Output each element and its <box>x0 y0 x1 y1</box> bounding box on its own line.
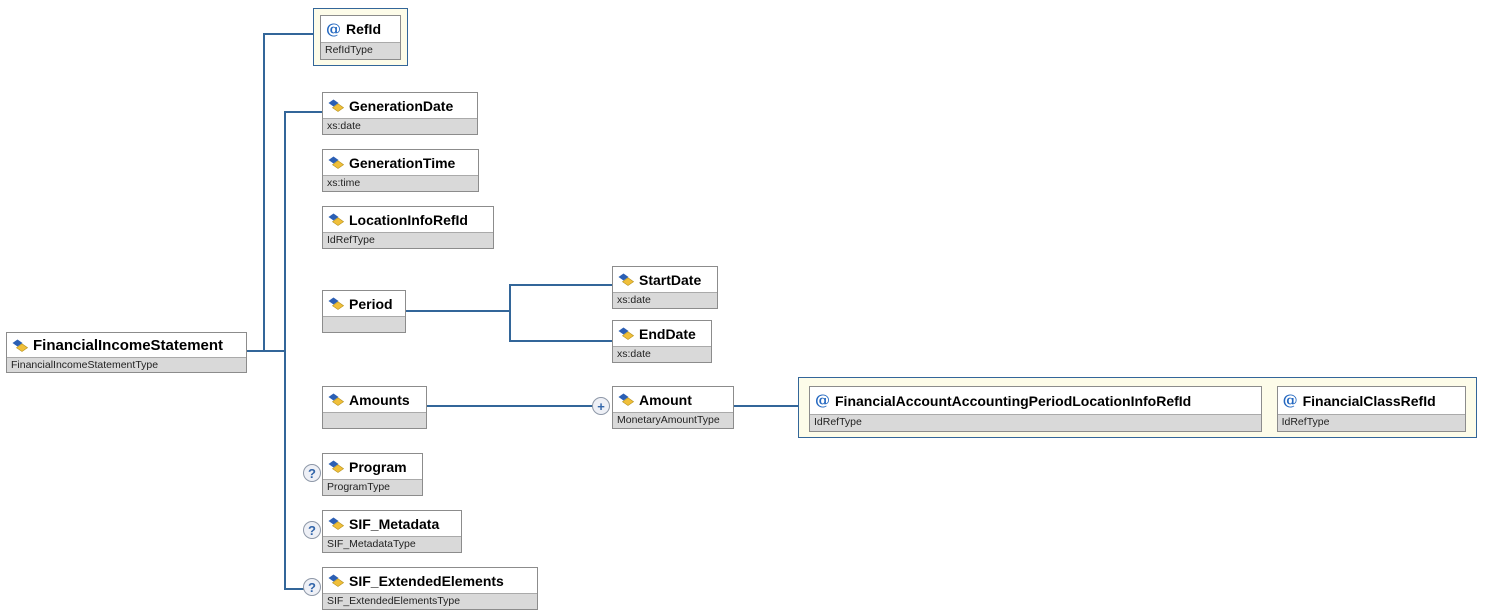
attribute-icon: @ <box>1282 391 1298 409</box>
element-node-financialincomestatement[interactable]: FinancialIncomeStatement FinancialIncome… <box>6 332 247 373</box>
optional-badge-sif-extended: ? <box>303 578 321 596</box>
connector-amounts <box>427 405 594 407</box>
optional-badge-sif-metadata: ? <box>303 521 321 539</box>
element-icon <box>328 99 344 112</box>
element-icon <box>328 156 344 169</box>
element-node-amount[interactable]: Amount MonetaryAmountType <box>612 386 734 429</box>
attribute-icon: @ <box>326 19 341 38</box>
element-icon <box>328 460 344 473</box>
connector-amount-attributes <box>733 405 798 407</box>
node-name: GenerationTime <box>349 154 456 171</box>
node-type: MonetaryAmountType <box>613 412 733 428</box>
element-node-program[interactable]: Program ProgramType <box>322 453 423 496</box>
element-icon <box>618 327 634 340</box>
node-name: SIF_ExtendedElements <box>349 572 504 589</box>
node-name: FinancialAccountAccountingPeriodLocation… <box>835 392 1192 409</box>
element-node-amounts[interactable]: Amounts <box>322 386 427 429</box>
attribute-container-amount: @ FinancialAccountAccountingPeriodLocati… <box>798 377 1477 438</box>
element-icon <box>328 393 344 406</box>
optional-badge-program: ? <box>303 464 321 482</box>
node-type: RefIdType <box>321 42 400 59</box>
connector-enddate-branch <box>509 340 612 342</box>
node-name: RefId <box>346 21 381 37</box>
element-node-period[interactable]: Period <box>322 290 406 333</box>
element-node-sif-metadata[interactable]: SIF_Metadata SIF_MetadataType <box>322 510 462 553</box>
node-type <box>323 412 426 428</box>
attribute-node-financialaccountaccountingperiodlocationinforefid[interactable]: @ FinancialAccountAccountingPeriodLocati… <box>809 386 1262 432</box>
node-name: StartDate <box>639 271 702 288</box>
element-node-sif-extendedelements[interactable]: SIF_ExtendedElements SIF_ExtendedElement… <box>322 567 538 610</box>
node-type: xs:time <box>323 175 478 191</box>
node-name: Program <box>349 458 407 475</box>
node-type: xs:date <box>613 292 717 308</box>
element-node-locationinforefid[interactable]: LocationInfoRefId IdRefType <box>322 206 494 249</box>
node-type: ProgramType <box>323 479 422 495</box>
connector-period-split <box>509 284 511 342</box>
repeat-plus-badge: + <box>592 397 610 415</box>
element-icon <box>12 339 28 352</box>
connector-children-trunk <box>284 111 286 590</box>
node-name: Period <box>349 295 393 312</box>
node-name: FinancialIncomeStatement <box>33 336 224 354</box>
node-name: EndDate <box>639 325 696 342</box>
attribute-node-financialclassrefid[interactable]: @ FinancialClassRefId IdRefType <box>1276 386 1466 432</box>
connector-generationdate-branch <box>284 111 322 113</box>
element-icon <box>328 213 344 226</box>
node-type: FinancialIncomeStatementType <box>7 357 246 372</box>
node-type: SIF_ExtendedElementsType <box>323 593 537 609</box>
element-node-generationdate[interactable]: GenerationDate xs:date <box>322 92 478 135</box>
connector-sifextended-branch <box>284 588 306 590</box>
element-icon <box>618 393 634 406</box>
node-type <box>323 316 405 332</box>
node-name: GenerationDate <box>349 97 454 114</box>
attribute-icon: @ <box>815 391 830 409</box>
element-node-generationtime[interactable]: GenerationTime xs:time <box>322 149 479 192</box>
node-type: IdRefType <box>1277 414 1465 431</box>
connector-refid-branch <box>263 33 313 35</box>
node-name: LocationInfoRefId <box>349 211 468 228</box>
node-type: xs:date <box>613 346 711 362</box>
element-icon <box>328 517 344 530</box>
node-name: FinancialClassRefId <box>1302 392 1436 409</box>
connector-root <box>247 350 286 352</box>
element-icon <box>328 297 344 310</box>
element-node-startdate[interactable]: StartDate xs:date <box>612 266 718 309</box>
element-node-enddate[interactable]: EndDate xs:date <box>612 320 712 363</box>
connector-period <box>406 310 510 312</box>
node-name: SIF_Metadata <box>349 515 440 532</box>
attribute-node-refid[interactable]: @ RefId RefIdType <box>320 15 401 60</box>
element-icon <box>328 574 344 587</box>
node-name: Amount <box>639 391 692 408</box>
node-type: SIF_MetadataType <box>323 536 461 552</box>
element-icon <box>618 273 634 286</box>
connector-attribute-trunk <box>263 33 265 352</box>
attribute-container-refid: @ RefId RefIdType <box>313 8 408 66</box>
node-type: xs:date <box>323 118 477 134</box>
node-name: Amounts <box>349 391 410 408</box>
node-type: IdRefType <box>323 232 493 248</box>
node-type: IdRefType <box>810 414 1261 431</box>
connector-startdate-branch <box>509 284 612 286</box>
